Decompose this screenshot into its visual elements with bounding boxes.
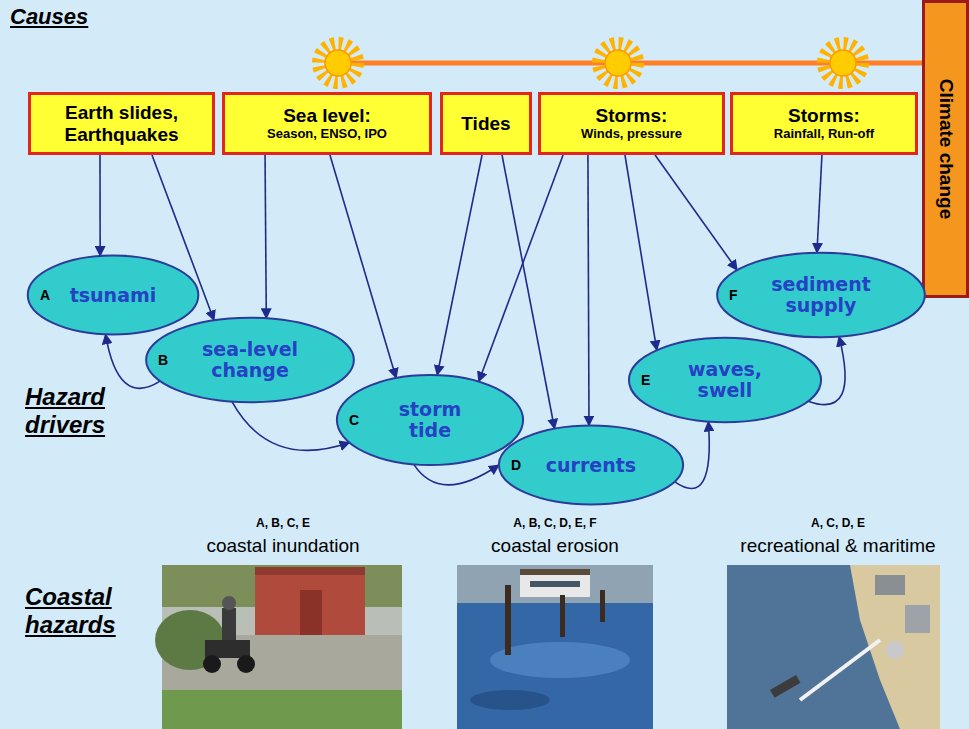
connector-arrow: [479, 155, 563, 382]
driver-codes: A, B, C, D, E, F: [455, 516, 655, 530]
driver-name: sea-level change: [193, 339, 308, 381]
driver-codes: A, B, C, E: [183, 516, 383, 530]
hazard-caption: coastal erosion: [435, 535, 675, 557]
driver-ellipse: Cstorm tide: [335, 372, 525, 468]
driver-ellipse: Fsediment supply: [715, 250, 927, 340]
callout-letter: C: [349, 412, 359, 428]
photo-pole: [505, 585, 511, 655]
cause-box: Earth slides, Earthquakes: [28, 92, 215, 155]
photo-water-shadow: [470, 690, 550, 710]
node-text: Sea level:: [283, 105, 371, 126]
driver-ellipse: Dcurrents: [497, 423, 685, 507]
connector-arrow: [99, 155, 101, 256]
photo-shed-door: [300, 590, 322, 635]
driver-name: sediment supply: [764, 274, 879, 316]
ellipse-shape: [337, 375, 523, 465]
photo-land: [850, 565, 940, 729]
cause-box: Storms:Winds, pressure: [538, 92, 725, 155]
node-text: Tides: [461, 113, 510, 134]
node-text: Rainfall, Run-off: [774, 126, 874, 142]
photo-wheel: [203, 655, 221, 673]
photo-grass: [162, 690, 402, 729]
connector-arrow: [625, 155, 657, 350]
cause-box: Tides: [440, 92, 532, 155]
connector-arrow: [414, 464, 499, 484]
callout-letter: F: [729, 287, 738, 303]
node-text: Storms:: [596, 105, 668, 126]
photo-building: [520, 569, 590, 597]
photo-pier: [800, 640, 880, 700]
driver-ellipse: Bsea-level change: [144, 315, 356, 405]
connector-arrow: [265, 155, 266, 318]
photo-shed-roof: [255, 567, 365, 575]
callout-letter: A: [40, 287, 50, 303]
ellipse-shape: [28, 256, 199, 335]
connector-arrow: [502, 155, 555, 429]
driver-ellipse: Ewaves, swell: [627, 335, 823, 425]
photo-maritime: [727, 565, 940, 729]
node-text: Climate change: [935, 79, 957, 219]
sun-icon: [824, 44, 862, 82]
photo-inundation: [155, 565, 402, 729]
sun-icon: [319, 44, 357, 82]
photo-ship: [770, 675, 800, 698]
section-heading: Coastal hazards: [25, 583, 157, 638]
hazard-caption: coastal inundation: [163, 535, 403, 557]
connector-arrow: [437, 155, 482, 375]
driver-ellipse: Atsunami: [26, 253, 200, 337]
photo-erosion: [457, 565, 653, 729]
node-text: Storms:: [788, 105, 860, 126]
section-heading: Hazard drivers: [25, 383, 150, 438]
ellipse-shape: [499, 426, 683, 505]
connector-arrow: [588, 155, 589, 426]
driver-codes: A, C, D, E: [738, 516, 938, 530]
photo-building: [875, 575, 905, 595]
photo-rider: [222, 608, 236, 640]
driver-name: waves, swell: [675, 359, 775, 401]
ellipse-shape: [629, 338, 821, 423]
connector-arrow: [232, 402, 349, 451]
photo-windows: [530, 581, 580, 587]
photo-tank: [886, 641, 904, 659]
ellipse-shape: [146, 318, 354, 403]
connector-arrow: [817, 155, 822, 253]
photo-roof: [520, 569, 590, 575]
cause-box: Storms:Rainfall, Run-off: [730, 92, 918, 155]
photo-shed: [255, 567, 365, 635]
connector-arrow: [655, 155, 737, 270]
photo-shore: [457, 565, 653, 605]
callout-letter: E: [641, 372, 650, 388]
node-text: Winds, pressure: [581, 126, 682, 142]
photo-pole: [600, 590, 605, 622]
driver-name: storm tide: [385, 399, 475, 441]
photo-pole: [560, 595, 565, 637]
callout-letter: D: [511, 457, 521, 473]
driver-name: currents: [546, 455, 636, 476]
photo-sea: [727, 565, 940, 729]
driver-name: tsunami: [70, 285, 157, 306]
cause-box: Sea level:Season, ENSO, IPO: [222, 92, 432, 155]
climate-band: Climate change: [922, 0, 969, 298]
photo-rider-head: [222, 596, 236, 610]
node-text: Earth slides, Earthquakes: [35, 102, 208, 145]
hazard-caption: recreational & maritime: [718, 535, 958, 557]
photo-wheel: [237, 655, 255, 673]
ellipse-shape: [717, 253, 925, 338]
photo-building: [905, 605, 930, 633]
section-heading: Causes: [10, 4, 150, 29]
node-text: Season, ENSO, IPO: [267, 126, 387, 142]
sun-icon: [599, 44, 637, 82]
callout-letter: B: [158, 352, 168, 368]
photo-water: [457, 603, 653, 729]
